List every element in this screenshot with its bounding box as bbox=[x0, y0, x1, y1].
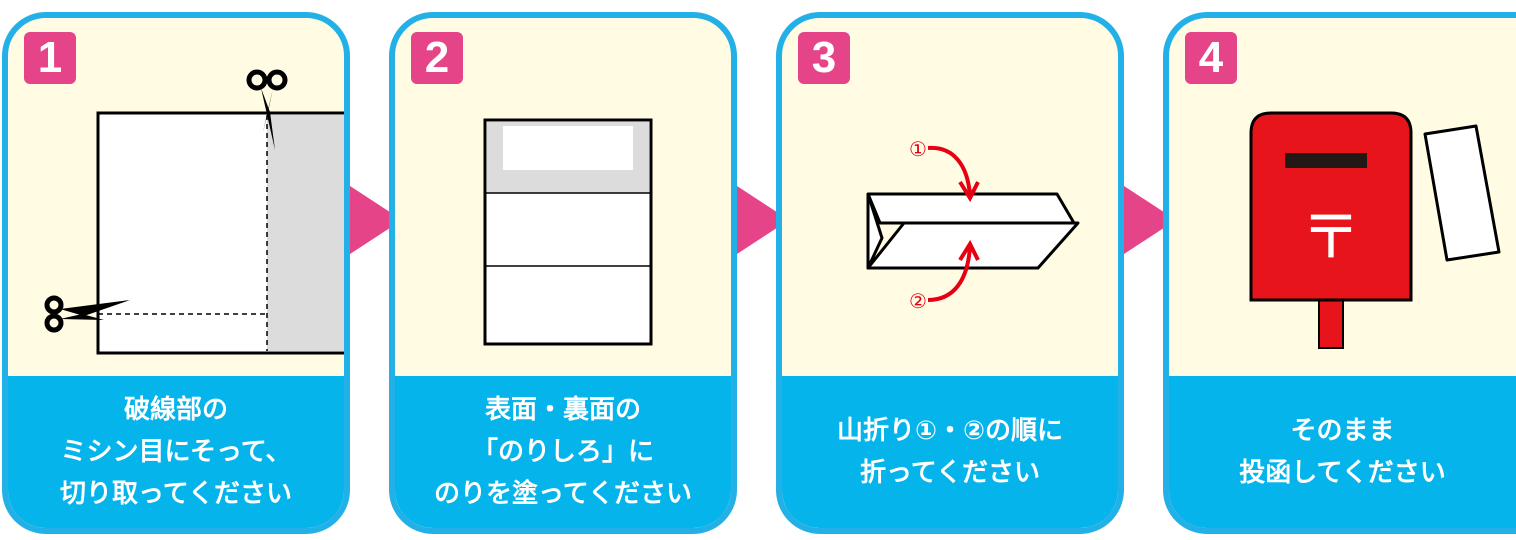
step-number: 2 bbox=[411, 32, 463, 84]
glue-area bbox=[487, 122, 649, 193]
cut-off-area bbox=[267, 115, 344, 351]
cut-illustration bbox=[44, 69, 344, 355]
postbox-illustration: 〒 bbox=[1249, 111, 1501, 349]
next-arrow-icon bbox=[350, 186, 402, 258]
arrowhead-icon bbox=[958, 239, 980, 262]
caption-line: 折ってください bbox=[860, 458, 1040, 488]
glue-illustration bbox=[483, 118, 653, 346]
fold-bottom bbox=[866, 221, 1080, 270]
arrowhead-icon bbox=[958, 180, 980, 203]
caption-line: 投函してください bbox=[1239, 458, 1446, 488]
caption-line: 破線部の bbox=[123, 395, 228, 425]
postal-mark: 〒 bbox=[1301, 203, 1361, 273]
step-card-1: 1 破線部の ミシン目にそって、 切り取ってください bbox=[2, 12, 350, 534]
fold-arrow-icon bbox=[927, 145, 972, 197]
fold-top bbox=[866, 192, 1076, 225]
next-arrow-icon bbox=[737, 186, 789, 258]
step-card-4: 〒 4 そのまま 投函してください bbox=[1163, 12, 1516, 534]
step-caption: そのまま 投函してください bbox=[1169, 376, 1516, 528]
fold-left bbox=[866, 192, 884, 270]
step-card-3: ① ② 3 山折り①・②の順に 折ってください bbox=[776, 12, 1124, 534]
fold-label: ① bbox=[909, 137, 927, 161]
postbox-post bbox=[1318, 297, 1344, 349]
step-caption: 表面・裏面の 「のりしろ」に のりを塗ってください bbox=[395, 376, 731, 528]
step-number: 4 bbox=[1185, 32, 1237, 84]
caption-line: 山折り①・②の順に bbox=[836, 416, 1064, 446]
step-caption: 破線部の ミシン目にそって、 切り取ってください bbox=[8, 376, 344, 528]
postcard bbox=[1423, 124, 1501, 262]
scissors-icon bbox=[44, 295, 130, 333]
fold-arrow-icon bbox=[927, 245, 972, 302]
caption-line: 「のりしろ」に bbox=[471, 437, 654, 467]
step-number: 1 bbox=[24, 32, 76, 84]
fold-label: ② bbox=[909, 289, 927, 313]
caption-line: 切り取ってください bbox=[60, 479, 292, 509]
step-number: 3 bbox=[798, 32, 850, 84]
step-caption: 山折り①・②の順に 折ってください bbox=[782, 376, 1118, 528]
fold-illustration: ① ② bbox=[866, 137, 1080, 313]
step-card-2: 2 表面・裏面の 「のりしろ」に のりを塗ってください bbox=[389, 12, 737, 534]
next-arrow-icon bbox=[1124, 186, 1176, 258]
folded-sheet bbox=[483, 118, 653, 346]
caption-line: そのまま bbox=[1290, 416, 1395, 446]
scissors-icon bbox=[246, 69, 288, 150]
caption-line: のりを塗ってください bbox=[434, 479, 692, 509]
caption-line: 表面・裏面の bbox=[484, 395, 641, 425]
mail-slot bbox=[1285, 153, 1367, 168]
caption-line: ミシン目にそって、 bbox=[60, 437, 292, 467]
